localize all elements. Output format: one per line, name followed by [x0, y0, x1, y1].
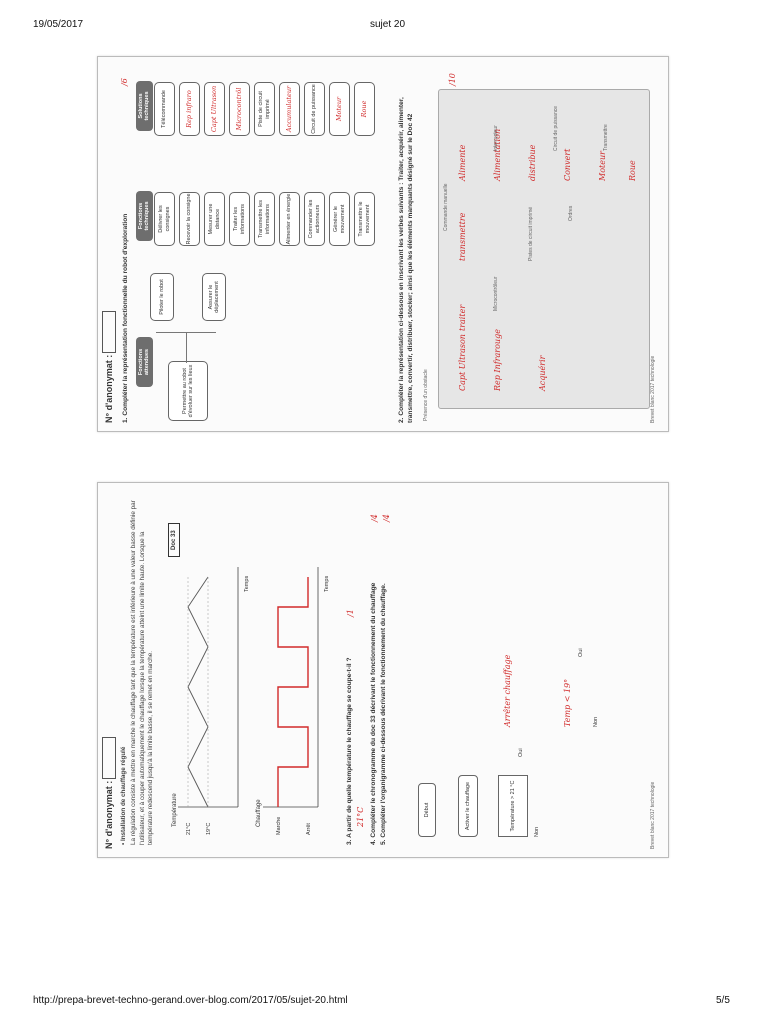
print-date: 19/05/2017	[33, 19, 84, 30]
chain-label: Transmettre	[603, 124, 609, 151]
flow-no-1: Non	[534, 826, 540, 837]
ft-row-box: Générer le mouvement	[329, 192, 350, 246]
temp-curve	[187, 576, 209, 808]
flow-cond2: Temp < 19°	[563, 678, 572, 727]
chain-handwritten-word: Convert	[563, 148, 572, 181]
ft-row-box: Transmettre les informations	[254, 192, 275, 246]
chain-handwritten-word: distribue	[528, 144, 537, 181]
chain-handwritten-word: Roue	[628, 160, 637, 181]
ft-row-box: Mesurer une distance	[204, 192, 225, 246]
tag-fonctions-attendues: Fonctions attendues	[136, 337, 153, 387]
fa-box: Permettre au robot d'évoluer sur les lie…	[168, 361, 208, 421]
tag-solutions-techniques: Solutions techniques	[136, 81, 153, 131]
ft-deplacement: Assurer le déplacement	[202, 273, 226, 321]
heat-label: Chauffage	[256, 799, 262, 827]
off-label: Arrêt	[306, 823, 312, 835]
chain-label: Interrupteur	[493, 125, 499, 151]
question-3: 3. A partir de quelle température le cha…	[346, 657, 353, 845]
score-q2: /10	[448, 73, 457, 86]
tree-line	[156, 332, 216, 333]
doc-33-label: Doc 33	[168, 523, 180, 557]
anonymat-box	[102, 737, 116, 779]
section-title: • Installation de chauffage régulé	[120, 746, 127, 845]
flow-start: Début	[418, 783, 436, 837]
ft-row-box: Délivrer les consignes	[154, 192, 175, 246]
ft-row-box: Traiter les informations	[229, 192, 250, 246]
heat-signal	[277, 577, 309, 807]
anonymat-label: N° d'anonymat :	[104, 780, 114, 849]
chronogram: Température 21°C 19°C Temps Chauffage Ma…	[172, 567, 330, 835]
flow-no-2: Non	[593, 716, 599, 727]
answer-3: 21°C	[356, 806, 365, 827]
anonymat-box	[102, 311, 116, 353]
chain-label: Circuit de puissance	[553, 105, 559, 151]
t19-label: 19°C	[206, 823, 212, 835]
flow-stop: Arrêter chauffage	[503, 654, 512, 727]
chain-handwritten-word: Capt Ultrason	[458, 334, 467, 391]
ft-piloter: Piloter le robot	[150, 273, 174, 321]
ft-row-box: Alimenter en énergie	[279, 192, 300, 246]
chain-handwritten-word: transmettre	[458, 212, 467, 261]
chain-label: Microcontrôleur	[493, 276, 499, 311]
score-q1: /6	[120, 78, 129, 86]
st-row-box: Piste de circuit imprimé	[254, 82, 275, 136]
st-row-box: Microcontrôl	[229, 82, 250, 136]
st-row-box: Roue	[354, 82, 375, 136]
score-q3: /1	[346, 609, 355, 617]
t21-label: 21°C	[186, 823, 192, 835]
time-label-2: Temps	[324, 576, 330, 592]
ft-row-box: Transmettre le mouvement	[354, 192, 375, 246]
score-q5: /4	[382, 514, 391, 522]
question-2: 2. Compléter la représentation ci-dessou…	[398, 97, 414, 423]
on-label: Marche	[276, 817, 282, 835]
chain-label: Pistes de circuit imprimé	[528, 206, 534, 261]
scanned-page-1: N° d'anonymat : 1. Compléter la représen…	[97, 56, 669, 432]
print-url[interactable]: http://prepa-brevet-techno-gerand.over-b…	[33, 995, 348, 1006]
chain-label: Commande manuelle	[443, 183, 449, 231]
ft-row-box: Recevoir la consigne	[179, 192, 200, 246]
temp-label: Température	[172, 793, 178, 827]
chain-handwritten-word: Acquérir	[538, 355, 547, 391]
section-text: La régulation consiste à mettre en march…	[130, 500, 154, 845]
flow-activate: Activer le chauffage	[458, 775, 478, 837]
flow-cond1: Température > 21 °C	[498, 775, 528, 837]
rotated-content-2: N° d'anonymat : • Installation de chauff…	[98, 483, 668, 857]
st-row-box: Moteur	[329, 82, 350, 136]
anonymat-label: N° d'anonymat :	[104, 354, 114, 423]
st-row-box: Accumulateur	[279, 82, 300, 136]
flow-yes-2: Oui	[578, 648, 584, 657]
chain-label: Ordres	[568, 205, 574, 221]
chain-handwritten-word: traiter	[458, 304, 467, 331]
st-row-box: Capt Ultrason	[204, 82, 225, 136]
chain-handwritten-word: Rep Infrarouge	[493, 329, 502, 391]
question-1: 1. Compléter la représentation fonctionn…	[122, 213, 129, 423]
st-row-box: Circuit de puissance	[304, 82, 325, 136]
tag-fonctions-techniques: Fonctions techniques	[136, 191, 153, 241]
score-q4: /4	[370, 514, 379, 522]
footnote-2: Brevet blanc 2017 technologie	[650, 781, 656, 849]
st-row-box: Rep infraro	[179, 82, 200, 136]
footnote-1: Brevet blanc 2017 technologie	[650, 355, 656, 423]
chain-handwritten-word: Moteur	[598, 151, 607, 181]
print-page-number: 5/5	[716, 995, 730, 1006]
ft-row-box: Commander les actionneurs	[304, 192, 325, 246]
question-4: 4. Compléter le chronogramme du doc 33 d…	[370, 582, 377, 845]
question-5: 5. Compléter l'organigramme ci-dessous d…	[380, 583, 387, 845]
scanned-page-2: N° d'anonymat : • Installation de chauff…	[97, 482, 669, 858]
chain-handwritten-word: Alimente	[458, 144, 467, 181]
chain-label: Présence d'un obstacle	[423, 369, 429, 421]
st-row-box: Télécommande	[154, 82, 175, 136]
tree-line	[186, 333, 187, 363]
rotated-content-1: N° d'anonymat : 1. Compléter la représen…	[98, 57, 668, 431]
print-title: sujet 20	[370, 19, 406, 30]
flow-yes-1: Oui	[518, 748, 524, 757]
time-label: Temps	[244, 576, 250, 592]
